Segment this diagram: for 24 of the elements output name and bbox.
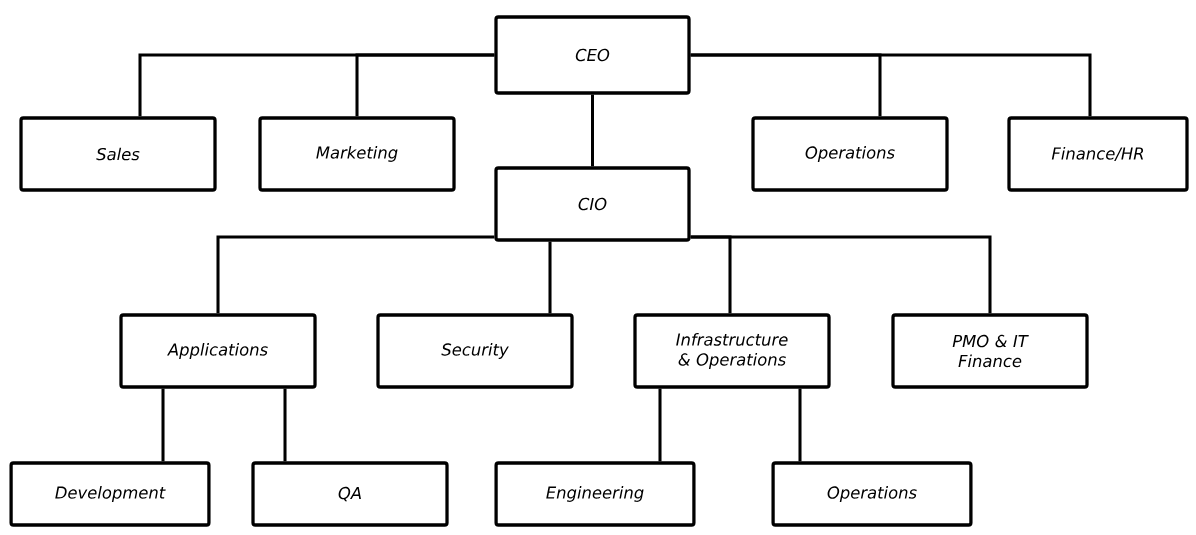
org-box: Engineering (494, 461, 696, 527)
org-box: Finance/HR (1007, 116, 1189, 192)
org-box: Applications (119, 313, 317, 389)
connector-line (548, 241, 552, 314)
org-box: CIO (494, 166, 691, 242)
org-box: Operations (751, 116, 949, 192)
org-box: PMO & IT Finance (891, 313, 1089, 389)
connector-line (216, 235, 495, 314)
org-box: Sales (19, 116, 217, 192)
connector-line (283, 388, 287, 462)
connector-line (690, 53, 1092, 117)
org-box: Operations (771, 461, 973, 527)
org-box: Infrastructure & Operations (633, 313, 831, 389)
connector-line (591, 94, 595, 167)
org-box: Development (9, 461, 211, 527)
org-box: Security (376, 313, 574, 389)
org-box: QA (251, 461, 449, 527)
connector-line (690, 235, 992, 314)
connector-line (355, 53, 495, 117)
connector-line (798, 388, 802, 462)
org-box: CEO (494, 15, 691, 95)
connector-line (161, 388, 165, 462)
connector-line (658, 388, 662, 462)
org-box: Marketing (258, 116, 456, 192)
